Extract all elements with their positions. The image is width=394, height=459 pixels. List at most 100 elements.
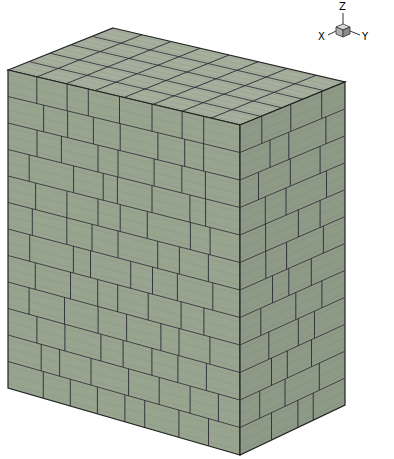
y-axis: [350, 31, 360, 35]
mesh-line: [240, 297, 345, 345]
mesh-line: [8, 348, 240, 414]
mesh-line: [240, 176, 345, 221]
mesh-line: [8, 136, 240, 194]
mesh-line: [8, 110, 240, 167]
mesh-line: [8, 180, 240, 239]
mesh-line: [8, 119, 240, 176]
mesh-line: [240, 401, 345, 451]
mesh-line: [82, 41, 314, 95]
mesh-line: [240, 185, 345, 230]
mesh-line: [240, 136, 345, 180]
mesh-line: [110, 29, 342, 83]
mesh-line: [8, 362, 240, 428]
mesh-line: [8, 269, 240, 332]
mesh-line: [240, 365, 345, 414]
mesh-line: [240, 378, 345, 427]
mesh-line: [240, 284, 345, 331]
mesh-line: [240, 158, 345, 203]
mesh-line: [8, 357, 240, 423]
mesh-line: [96, 35, 328, 89]
mesh-line: [240, 356, 345, 405]
mesh-line: [240, 149, 345, 194]
mesh-line: [8, 251, 240, 313]
mesh-line: [240, 104, 345, 147]
mesh-line: [240, 311, 345, 359]
mesh-line: [240, 96, 345, 139]
mesh-line: [8, 233, 240, 294]
block-faces: [8, 28, 345, 455]
mesh-line: [240, 270, 345, 317]
mesh-line: [8, 216, 240, 276]
front-face: [8, 70, 240, 455]
side-face: [240, 82, 345, 455]
mesh-line: [8, 127, 240, 184]
mesh-line: [8, 256, 240, 318]
mesh-line: [240, 324, 345, 372]
mesh-line: [8, 322, 240, 387]
triad-cube-left: [336, 27, 343, 37]
mesh-line: [8, 260, 240, 322]
mesh-line: [240, 351, 345, 400]
x-axis: [328, 31, 336, 35]
mesh-line: [8, 101, 240, 157]
mesh-line: [240, 275, 345, 322]
mesh-line: [8, 163, 240, 222]
mesh-line: [8, 339, 240, 404]
mesh-line: [240, 122, 345, 166]
axis-label: X: [318, 32, 325, 42]
mesh-line: [240, 392, 345, 442]
mesh-line: [240, 109, 345, 153]
mesh-line: [240, 320, 345, 368]
mesh-line: [240, 248, 345, 295]
mesh-line: [240, 167, 345, 212]
mesh-line: [8, 74, 240, 129]
mesh-line: [240, 212, 345, 258]
mesh-line: [8, 375, 240, 442]
mesh-line: [8, 313, 240, 377]
mesh-line: [8, 83, 240, 139]
mesh-line: [240, 383, 345, 433]
mesh-line: [8, 198, 240, 258]
mesh-line: [240, 338, 345, 387]
mesh-line: [240, 87, 345, 130]
mesh-line: [103, 32, 335, 86]
mesh-line: [8, 150, 240, 208]
mesh-line: [240, 194, 345, 239]
mesh-line: [8, 225, 240, 286]
mesh-line: [89, 38, 321, 92]
mesh-line: [8, 384, 240, 451]
mesh-line: [240, 347, 345, 396]
mesh-line: [240, 266, 345, 313]
mesh-line: [75, 43, 307, 97]
mesh-line: [240, 203, 345, 249]
mesh-line: [8, 207, 240, 267]
mesh-line: [8, 331, 240, 396]
mesh-line: [240, 230, 345, 276]
mesh-line: [8, 172, 240, 231]
mesh-line: [240, 140, 345, 184]
axis-triad: [328, 13, 360, 37]
mesh-line: [8, 366, 240, 432]
mesh-line: [8, 154, 240, 212]
mesh-line: [240, 131, 345, 175]
mesh-line: [8, 229, 240, 290]
axis-label: Y: [362, 32, 368, 42]
mesh-line: [240, 293, 345, 341]
mesh-line: [240, 244, 345, 291]
mesh-line: [240, 113, 345, 157]
mesh-line: [8, 145, 240, 203]
mesh-line: [8, 189, 240, 249]
mesh-line: [240, 221, 345, 267]
mesh-line: [8, 278, 240, 341]
mesh-line: [8, 92, 240, 148]
mesh-line: [240, 239, 345, 285]
mesh-line: [240, 257, 345, 304]
axis-label: Z: [339, 2, 346, 12]
mesh-line: [8, 242, 240, 303]
mesh-line: [240, 302, 345, 350]
mesh-line: [240, 374, 345, 423]
triad-cube-right: [343, 27, 350, 37]
mesh-line: [8, 97, 240, 153]
